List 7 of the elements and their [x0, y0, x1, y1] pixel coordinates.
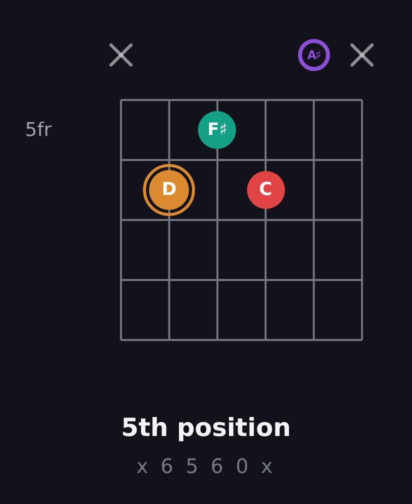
fret-number-label: 5fr [25, 118, 52, 143]
fingering-text: x 6 5 6 0 x [136, 453, 276, 479]
note-circle: C [246, 171, 285, 209]
open-string-ring: A♯ [298, 39, 330, 71]
chord-title: 5th position [121, 412, 291, 444]
note-circle: F♯ [198, 111, 236, 149]
root-note-circle: D [143, 164, 196, 216]
